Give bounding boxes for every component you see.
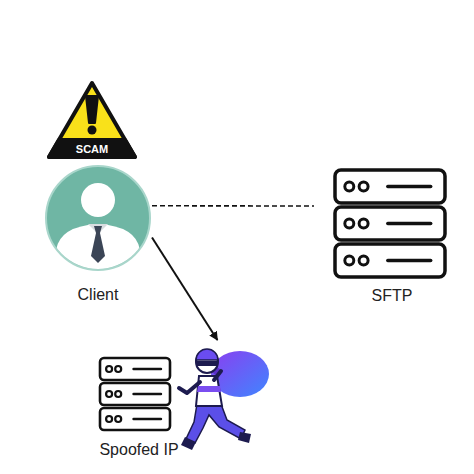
node-label: Client — [44, 286, 152, 304]
exclamation-bar — [86, 96, 98, 123]
server-slot — [134, 418, 161, 421]
person-collar — [88, 224, 108, 234]
person-head — [81, 183, 115, 217]
client-node: Client — [44, 164, 152, 308]
server-slot — [388, 222, 431, 226]
node-label: SFTP — [314, 287, 470, 305]
person-body — [56, 224, 140, 274]
server-led — [359, 219, 368, 228]
server-slot — [134, 368, 161, 371]
warning-sign: SCAM — [46, 80, 138, 160]
thief-arm — [214, 371, 221, 380]
server-led — [345, 182, 354, 191]
tie-knot — [94, 226, 102, 233]
avatar-circle — [46, 166, 150, 270]
server-node: SFTP — [314, 165, 470, 310]
node-label: SCAM — [46, 143, 138, 156]
exclamation-dot — [88, 126, 97, 135]
server-unit — [100, 408, 170, 430]
server-unit — [100, 358, 170, 380]
thief-mask — [197, 361, 217, 366]
thief-shoe — [181, 437, 196, 450]
thief-legs — [186, 404, 245, 443]
node-label: Spoofed IP — [89, 441, 189, 459]
server-led — [106, 416, 112, 422]
server-unit — [335, 170, 445, 203]
server-unit — [335, 244, 445, 277]
thief-shoe — [238, 432, 251, 443]
server-led — [115, 391, 121, 397]
connection-line — [152, 205, 314, 207]
server-unit — [100, 383, 170, 405]
server-led — [115, 416, 121, 422]
server-led — [106, 366, 112, 372]
tie-blade — [91, 233, 105, 263]
server-slot — [388, 185, 431, 189]
spoofed-server-node: Spoofed IP — [95, 340, 275, 462]
server-led — [359, 256, 368, 265]
server-led — [115, 366, 121, 372]
thief-stripe — [197, 386, 221, 392]
arrow-line — [152, 237, 217, 340]
thief-beanie — [196, 349, 218, 360]
server-slot — [388, 259, 431, 263]
server-led — [359, 182, 368, 191]
thief-arm — [179, 382, 200, 393]
server-slot — [134, 393, 161, 396]
server-led — [345, 256, 354, 265]
server-led — [345, 219, 354, 228]
server-unit — [335, 207, 445, 240]
server-led — [106, 391, 112, 397]
